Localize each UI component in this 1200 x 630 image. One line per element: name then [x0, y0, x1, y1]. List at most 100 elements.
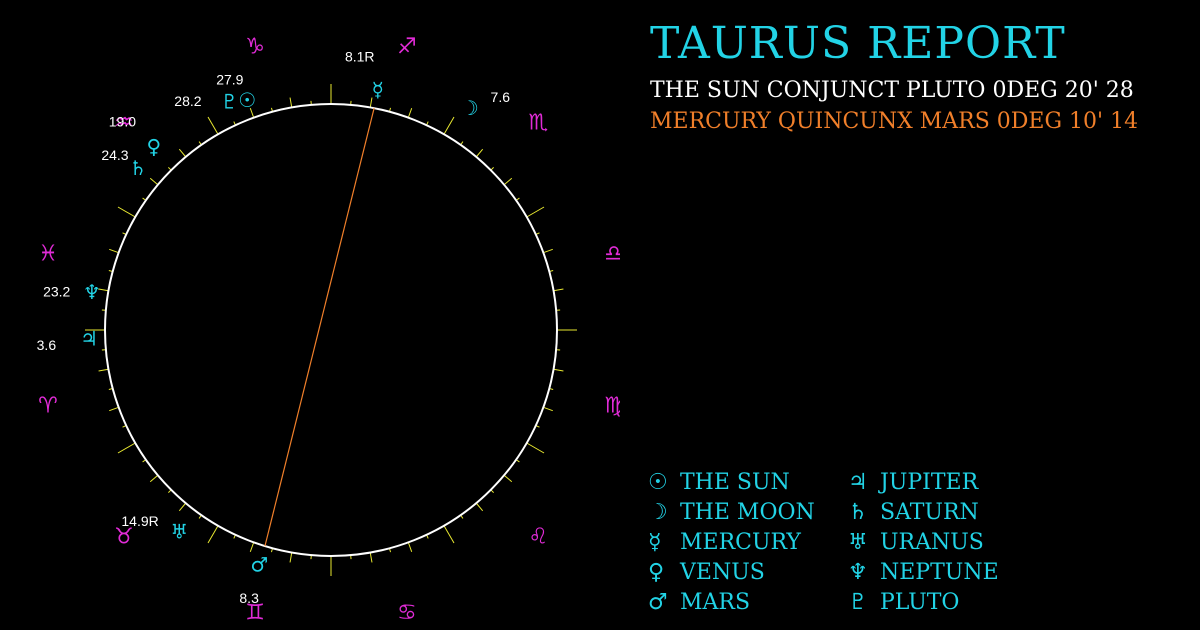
uranus-icon: ♅	[848, 529, 868, 555]
wheel-tick	[475, 502, 484, 512]
natal-chart-wheel: ♑ ♐ ♏ ♎ ♍ ♌ ♋ ♊ ♉ ♈ ♓ ♒ ♇ 28.2 ☉27.9 ☿ 8.1R ☽ 7.6 ♀ 24.3♄ 19.…	[37, 34, 620, 626]
sun-icon: ☉	[648, 469, 668, 495]
wheel-tick	[207, 525, 219, 544]
planet-jupiter-icon: ♃	[80, 326, 98, 350]
legend-item-saturn: ♄ SATURN	[848, 497, 1048, 527]
wheel-tick	[443, 525, 455, 544]
sign-virgo-icon: ♍	[604, 393, 620, 418]
legend-label: MERCURY	[680, 529, 801, 555]
venus-icon: ♀	[648, 559, 665, 585]
aspect-line	[264, 108, 375, 547]
planet-pluto-degree-label: 28.2	[174, 93, 201, 109]
planet-mars-icon: ♂	[250, 552, 268, 576]
wheel-tick	[289, 552, 293, 563]
legend-label: SATURN	[880, 499, 979, 525]
wheel-tick	[543, 406, 553, 412]
planet-aquarius-degree-degree-label: 19.0	[109, 113, 136, 129]
legend-item-venus: ♀ VENUS	[648, 557, 848, 587]
planet-venus-icon: ♀	[147, 135, 162, 159]
sign-scorpio-icon: ♏	[528, 110, 548, 135]
sign-libra-icon: ♎	[604, 242, 620, 267]
wheel-tick	[407, 108, 413, 118]
legend-item-jupiter: ♃ JUPITER	[848, 467, 1048, 497]
wheel-tick	[526, 442, 545, 454]
legend-item-uranus: ♅ URANUS	[848, 527, 1048, 557]
sign-cancer-icon: ♋	[397, 601, 417, 626]
jupiter-icon: ♃	[848, 469, 868, 495]
wheel-tick	[117, 206, 136, 218]
legend-item-pluto: ♇ PLUTO	[848, 587, 1048, 617]
wheel-tick	[109, 248, 119, 254]
planet-legend: ☉ THE SUN ♃ JUPITER ☽ THE MOON ♄ SATURN …	[648, 467, 1048, 617]
sign-leo-icon: ♌	[528, 525, 548, 550]
wheel-tick	[109, 406, 119, 412]
wheel-tick	[117, 442, 136, 454]
neptune-icon: ♆	[848, 559, 868, 585]
sign-gemini-icon: ♊	[245, 601, 265, 626]
mercury-icon: ☿	[648, 529, 662, 555]
planet-mars-degree-label: 8.3	[239, 590, 259, 606]
wheel-tick	[249, 108, 255, 118]
wheel-tick	[503, 474, 513, 483]
legend-label: THE SUN	[680, 469, 790, 495]
wheel-tick	[249, 542, 255, 552]
planet-moon-degree-label: 7.6	[491, 89, 511, 105]
wheel-tick	[407, 542, 413, 552]
legend-item-sun: ☉ THE SUN	[648, 467, 848, 497]
wheel-tick	[543, 248, 553, 254]
aspect-line-1: THE SUN CONJUNCT PLUTO 0DEG 20' 28	[650, 78, 1134, 103]
mars-icon: ♂	[648, 589, 668, 615]
planet-neptune-degree-label: 23.2	[43, 283, 70, 299]
planet-venus-degree-label: 24.3	[101, 147, 128, 163]
wheel-tick	[207, 116, 219, 135]
wheel-tick	[149, 177, 159, 186]
sign-sagittarius-icon: ♐	[397, 34, 417, 59]
legend-label: PLUTO	[880, 589, 960, 615]
sign-capricorn-icon: ♑	[245, 34, 265, 59]
planet-mercury-icon: ☿	[372, 78, 384, 102]
legend-label: JUPITER	[880, 469, 979, 495]
wheel-tick	[149, 474, 159, 483]
wheel-tick	[503, 177, 513, 186]
legend-item-moon: ☽ THE MOON	[648, 497, 848, 527]
wheel-tick	[443, 116, 455, 135]
aspect-line-2: MERCURY QUINCUNX MARS 0DEG 10' 14	[650, 109, 1139, 134]
wheel-tick	[475, 148, 484, 158]
planet-uranus-icon: ♅	[170, 519, 188, 543]
wheel-tick	[369, 552, 373, 563]
wheel-tick	[178, 148, 187, 158]
planet-pluto-icon: ♇	[220, 90, 238, 114]
moon-icon: ☽	[648, 499, 668, 525]
planet-sun-icon: ☉	[238, 88, 256, 112]
planet-neptune-icon: ♆	[83, 280, 101, 304]
legend-item-mars: ♂ MARS	[648, 587, 848, 617]
sign-aquarius-icon: ♒	[114, 110, 134, 135]
legend-item-neptune: ♆ NEPTUNE	[848, 557, 1048, 587]
legend-label: VENUS	[680, 559, 765, 585]
planet-moon-icon: ☽	[461, 96, 479, 120]
legend-label: URANUS	[880, 529, 984, 555]
planet-mercury-degree-label: 8.1R	[345, 49, 375, 65]
wheel-tick	[553, 288, 564, 292]
pluto-icon: ♇	[848, 589, 868, 615]
legend-label: MARS	[680, 589, 751, 615]
wheel-circle	[104, 103, 558, 557]
planet-jupiter-degree-label: 3.6	[37, 337, 57, 353]
sign-pisces-icon: ♓	[38, 242, 58, 267]
saturn-icon: ♄	[848, 499, 868, 525]
sign-aries-icon: ♈	[38, 393, 58, 418]
report-title: TAURUS REPORT	[650, 18, 1066, 69]
planet-uranus-degree-label: 14.9R	[121, 513, 158, 529]
planet-sun-degree-label: 27.9	[216, 72, 243, 88]
wheel-tick	[98, 288, 109, 292]
wheel-tick	[369, 97, 373, 108]
legend-item-mercury: ☿ MERCURY	[648, 527, 848, 557]
legend-label: THE MOON	[680, 499, 815, 525]
wheel-tick	[98, 368, 109, 372]
wheel-tick	[553, 368, 564, 372]
sign-taurus-icon: ♉	[114, 525, 134, 550]
planet-saturn-icon: ♄	[129, 156, 147, 180]
wheel-tick	[289, 97, 293, 108]
wheel-tick	[178, 502, 187, 512]
legend-label: NEPTUNE	[880, 559, 999, 585]
